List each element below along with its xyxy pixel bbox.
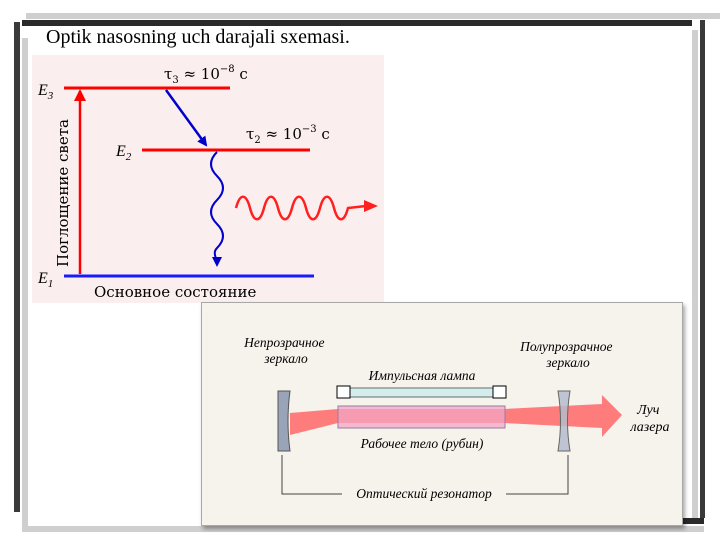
transition-e3-e2-arrow — [164, 89, 208, 147]
laser-beam-label: Луч лазера — [630, 403, 670, 435]
flash-lamp-label: Импульсная лампа — [368, 368, 476, 383]
lifetime-tau3-label: τ3 ≈ 10−8 с — [164, 64, 248, 86]
lifetime-tau2-label: τ2 ≈ 10−3 с — [246, 124, 330, 146]
energy-level-diagram: E3 E2 E1 τ3 ≈ 10−8 с τ2 ≈ 10−3 с Поглоще… — [32, 55, 384, 303]
absorption-label: Поглощение света — [54, 119, 72, 267]
slide-title: Optik nasosning uch darajali sxemasi. — [46, 26, 350, 48]
transition-e2-e1-wavy-arrow — [210, 151, 224, 267]
semi-transparent-mirror — [557, 390, 571, 452]
flash-lamp — [348, 387, 506, 398]
level-e3-label: E3 — [37, 82, 54, 102]
frame-bottom-bar — [22, 526, 704, 532]
semi-mirror-label: Полупрозрачное зеркало — [519, 339, 616, 370]
frame-right-bar — [692, 30, 698, 520]
level-e2-label: E2 — [115, 143, 132, 163]
flash-lamp-right-cap — [492, 385, 507, 399]
laser-resonator-diagram: Непрозрачное зеркало Полупрозрачное зерк… — [201, 302, 683, 526]
frame-top-bar — [22, 20, 692, 26]
opaque-mirror — [277, 390, 291, 452]
opaque-mirror-label: Непрозрачное зеркало — [243, 335, 328, 366]
frame-top-shadow — [26, 13, 720, 19]
flash-lamp-left-cap — [336, 385, 351, 399]
ruby-rod — [337, 405, 506, 429]
resonator-bracket — [281, 455, 569, 495]
level-e1-label: E1 — [37, 270, 53, 290]
emitted-photon-wave — [234, 195, 367, 221]
frame-left-bar — [14, 22, 20, 512]
frame-bottom-dark — [680, 518, 704, 524]
emitted-photon-arrowhead — [364, 200, 378, 212]
frame-left-shadow — [22, 38, 28, 528]
ground-state-label: Основное состояние — [94, 283, 256, 301]
resonator-label: Оптический резонатор — [356, 486, 492, 501]
frame-right-dark — [700, 20, 705, 518]
ruby-rod-label: Рабочее тело (рубин) — [360, 436, 484, 451]
